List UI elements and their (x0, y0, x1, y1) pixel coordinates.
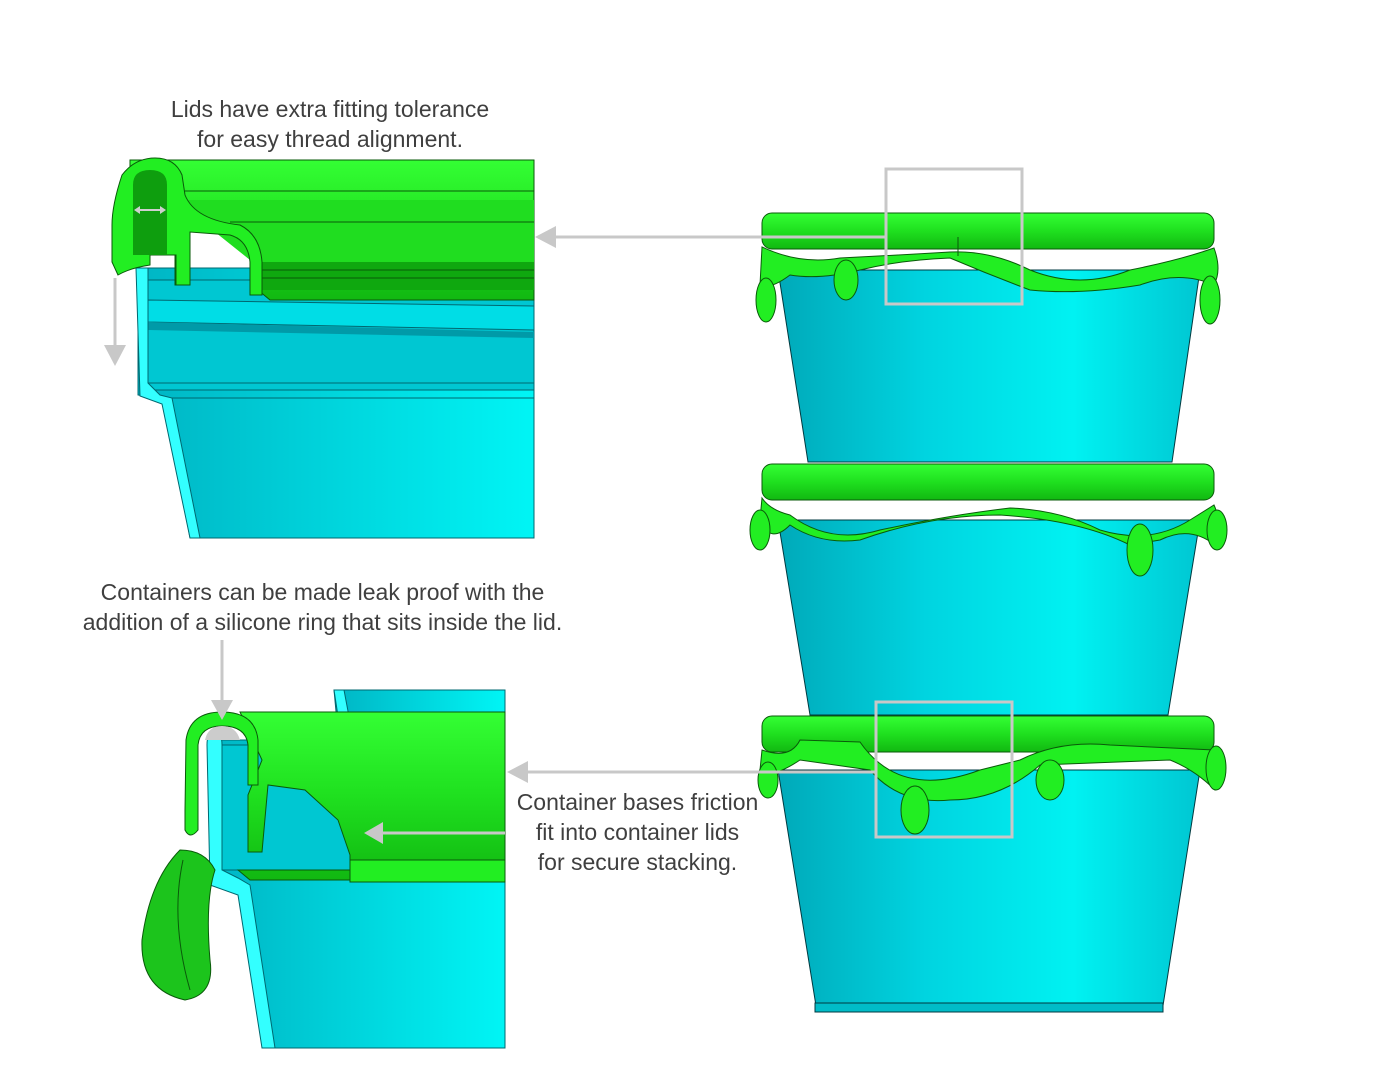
caption-line: fit into container lids (535, 819, 740, 845)
caption-line: addition of a silicone ring that sits in… (82, 609, 563, 635)
container-stack (749, 212, 1228, 1013)
caption-lid-tolerance: Lids have extra fitting tolerance for ea… (130, 94, 530, 154)
friction-fit-arrow-icon (364, 822, 505, 844)
callout-arrowhead-icon (507, 761, 528, 783)
caption-line: for secure stacking. (537, 849, 738, 875)
caption-line: for easy thread alignment. (197, 126, 463, 152)
container-bottom (757, 715, 1227, 1013)
callout-top (535, 167, 1024, 306)
detail-bottom-cross-section (141, 640, 506, 1049)
caption-line: Containers can be made leak proof with t… (100, 579, 545, 605)
caption-leak-proof: Containers can be made leak proof with t… (50, 577, 595, 637)
callout-bottom (507, 700, 1014, 839)
callout-arrowhead-icon (535, 226, 556, 248)
silicone-ring-arrow-icon (211, 640, 233, 720)
container-middle (749, 463, 1228, 716)
tolerance-double-arrow-icon (134, 206, 166, 214)
container-top (755, 212, 1221, 463)
down-arrow-icon (104, 278, 126, 366)
caption-line: Container bases friction (516, 789, 759, 815)
caption-friction-fit: Container bases friction fit into contai… (500, 787, 775, 877)
caption-line: Lids have extra fitting tolerance (170, 96, 490, 122)
detail-top-cross-section (104, 157, 535, 539)
